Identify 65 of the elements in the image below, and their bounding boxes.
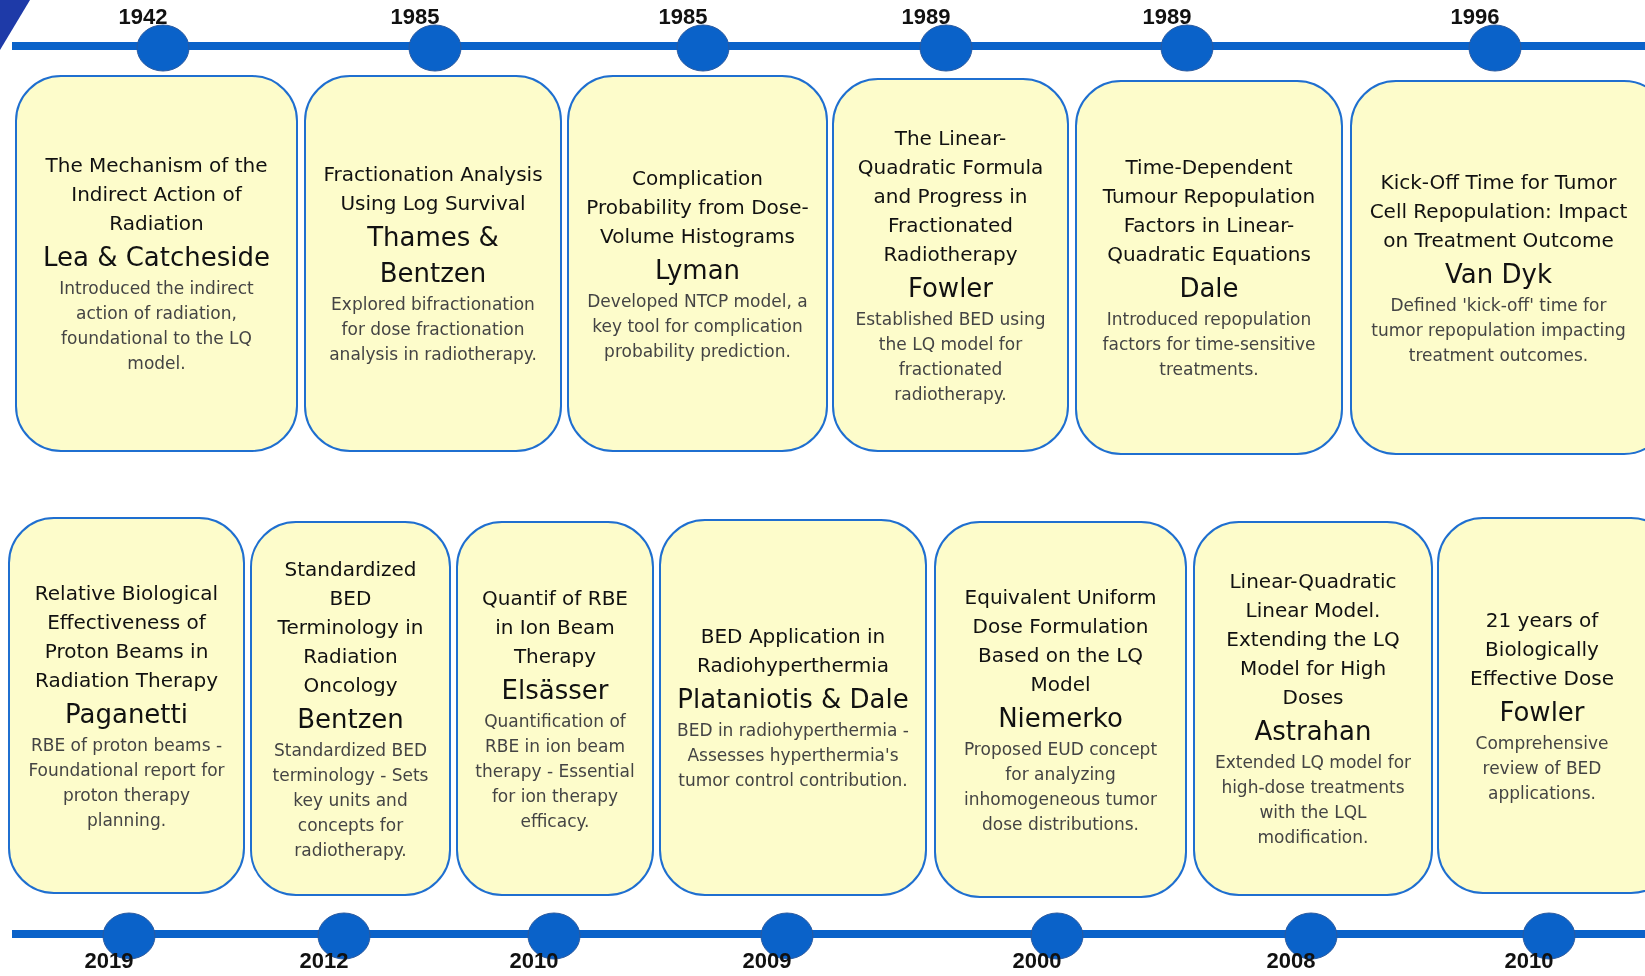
event-card [1350,80,1645,455]
author-name: Plataniotis & Dale [677,683,909,716]
paper-title: Fractionation Analysis Using Log Survival [322,161,544,217]
paper-title: Quantif of RBE in Ion Beam Therapy [480,584,629,670]
card-description: Quantification of RBE in ion beam therapy - Essential for ion therapy efficacy. [474,709,636,833]
card-description: BED in radiohyperthermia - Assesses hyperthermia's tumor control contribution. [676,719,910,792]
card-description: Introduced the indirect action of radiation, foundational to the LQ model. [58,277,255,375]
author-name: Fowler [1499,695,1585,729]
paper-title: BED Application in Radiohyperthermia [696,623,890,679]
paper-title: Equivalent Uniform Dose Formulation Based on the LQ Model [963,583,1158,698]
author-name: Lea & Catcheside [42,241,271,274]
author-name: Paganetti [65,697,188,731]
year-label: 1985 [658,4,708,30]
card-description: Proposed EUD concept for analyzing inhomogeneous tumor dose distributions. [962,737,1159,836]
paper-title: Kick-Off Time for Tumor Cell Repopulation: Impact on Treatment Outcome [1368,168,1629,254]
year-label: 2000 [1012,948,1062,974]
card-description: Developed NTCP model, a key tool for complication probability prediction. [586,289,809,363]
event-card [567,75,828,452]
event-card [934,521,1187,898]
paper-title: Complication Probability from Dose-Volume Histograms [585,164,810,250]
card-description: Explored bifractionation for dose fractionation analysis in radiotherapy. [328,293,538,366]
year-label: 1996 [1450,4,1500,30]
year-label: 1989 [901,4,951,30]
event-card [456,521,654,896]
year-label: 2010 [509,948,559,974]
card-description: Introduced repopulation factors for time-sensitive treatments. [1101,308,1317,381]
event-card [1437,517,1645,894]
paper-title: The Linear-Quadratic Formula and Progress in Fractionated Radiotherapy [856,124,1045,268]
event-card [832,78,1069,452]
card-description: RBE of proton beams - Foundational report for proton therapy planning. [27,733,226,832]
card-description: Defined 'kick-off' time for tumor repopulation impacting treatment outcomes. [1370,293,1627,367]
year-label: 2010 [1504,948,1554,974]
event-card [8,517,245,894]
year-label: 2019 [84,948,134,974]
event-card [1075,80,1343,455]
year-label: 1989 [1142,4,1192,30]
author-name: Lyman [654,253,741,287]
author-name: Bentzen [297,702,404,736]
year-label: 2008 [1266,948,1316,974]
card-description: Comprehensive review of BED applications. [1474,731,1610,805]
author-name: Dale [1179,272,1239,305]
paper-title: Standardized BED Terminology in Radiation Oncology [276,555,425,699]
event-card [1193,521,1433,896]
year-label: 2009 [742,948,792,974]
paper-title: 21 years of Biologically Effective Dose [1469,606,1615,692]
event-card [250,521,451,896]
author-name: Astrahan [1254,715,1372,748]
year-label: 1942 [118,4,168,30]
event-card [659,519,927,896]
author-name: Fowler [907,271,994,305]
author-name: Thames & Bentzen [366,221,500,290]
event-card [304,75,562,452]
paper-title: Relative Biological Effectiveness of Proton Beams in Radiation Therapy [33,579,220,694]
card-description: Established BED using the LQ model for fractionated radiotherapy. [854,307,1047,406]
paper-title: The Mechanism of the Indirect Action of Radiation [44,152,269,237]
event-card [15,75,298,452]
year-label: 1985 [390,4,440,30]
card-description: Standardized BED terminology - Sets key units and concepts for radiotherapy. [271,738,430,862]
paper-title: Linear-Quadratic Linear Model. Extending the LQ Model for High Doses [1225,568,1401,711]
year-label: 2012 [299,948,349,974]
card-description: Extended LQ model for high-dose treatments with the LQL modification. [1213,751,1413,849]
author-name: Van Dyk [1445,257,1552,291]
paper-title: Time-Dependent Tumour Repopulation Factors in Linear-Quadratic Equations [1101,154,1317,268]
author-name: Elsässer [501,673,609,707]
author-name: Niemerko [998,701,1123,735]
